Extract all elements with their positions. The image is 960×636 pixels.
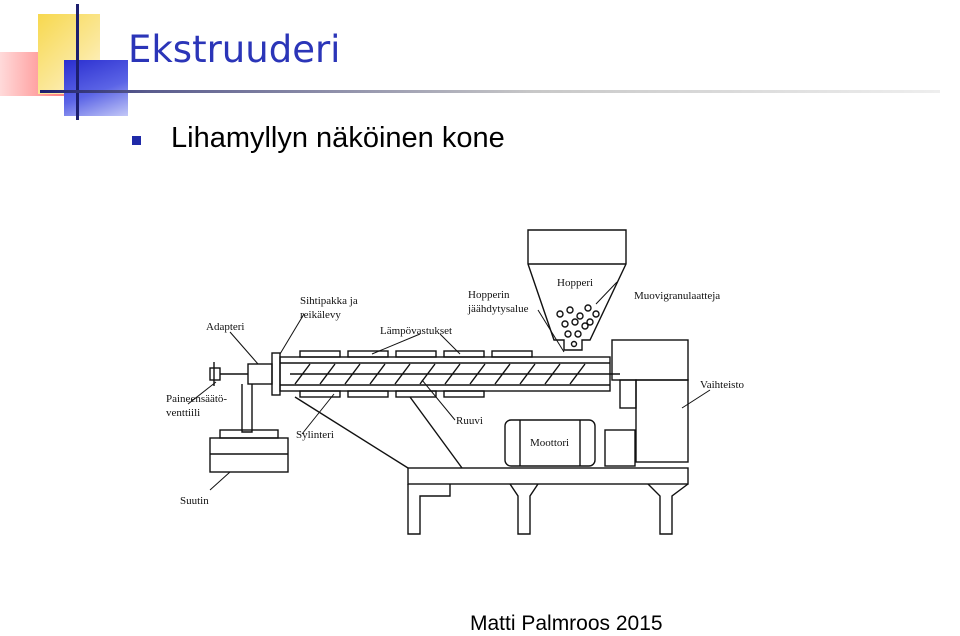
label-pellets: Muovigranulaatteja <box>634 290 720 302</box>
bullet-square-icon <box>132 136 141 145</box>
label-screen-pack-2: reikälevy <box>300 309 341 321</box>
frame-leg-left <box>407 484 451 535</box>
label-adapter: Adapteri <box>206 321 244 333</box>
gearbox-upper <box>611 339 689 381</box>
label-valve-1: Paineensäätö- <box>166 393 227 405</box>
extruder-diagram: Hopperi Muovigranulaatteja Hopperin jääh… <box>166 229 744 535</box>
label-gearbox: Vaihteisto <box>700 379 744 391</box>
adapter-shape <box>247 363 273 385</box>
label-valve-2: venttiili <box>166 407 200 419</box>
bullet-item: Lihamyllyn näköinen kone <box>132 122 505 155</box>
screw-flights <box>290 363 620 385</box>
frame-top <box>407 467 689 485</box>
label-hopper-cooling-2: jäähdytysalue <box>467 303 529 315</box>
header-decoration-blue <box>64 60 128 116</box>
nozzle-pipe <box>241 384 253 433</box>
label-nozzle: Suutin <box>180 495 209 507</box>
extruder-drawing <box>209 229 689 535</box>
label-screen-pack-1: Sihtipakka ja <box>300 295 358 307</box>
frame-leg-middle <box>509 483 539 535</box>
nozzle-die-shape <box>209 437 289 473</box>
slide-title: Ekstruuderi <box>128 28 341 71</box>
header-decoration-vertical-line <box>76 4 79 120</box>
heater-bands <box>299 350 533 398</box>
label-hopper: Hopperi <box>557 277 593 289</box>
leader-lines <box>187 281 711 491</box>
header-decoration-horizontal-line <box>40 90 940 93</box>
slide-footer: Matti Palmroos 2015 <box>470 612 663 635</box>
hopper-shape <box>527 229 627 351</box>
label-screw: Ruuvi <box>456 415 483 427</box>
bullet-text: Lihamyllyn näköinen kone <box>171 122 505 154</box>
screen-pack-shape <box>271 352 281 396</box>
motor-shape <box>504 419 596 467</box>
gearbox-lower <box>635 379 689 463</box>
label-hopper-cooling-1: Hopperin <box>468 289 510 301</box>
pellet-circles <box>556 304 600 348</box>
frame-leg-right <box>647 483 689 535</box>
label-cylinder: Sylinteri <box>296 429 334 441</box>
label-heaters: Lämpövastukset <box>380 325 452 337</box>
label-motor: Moottori <box>530 437 569 449</box>
